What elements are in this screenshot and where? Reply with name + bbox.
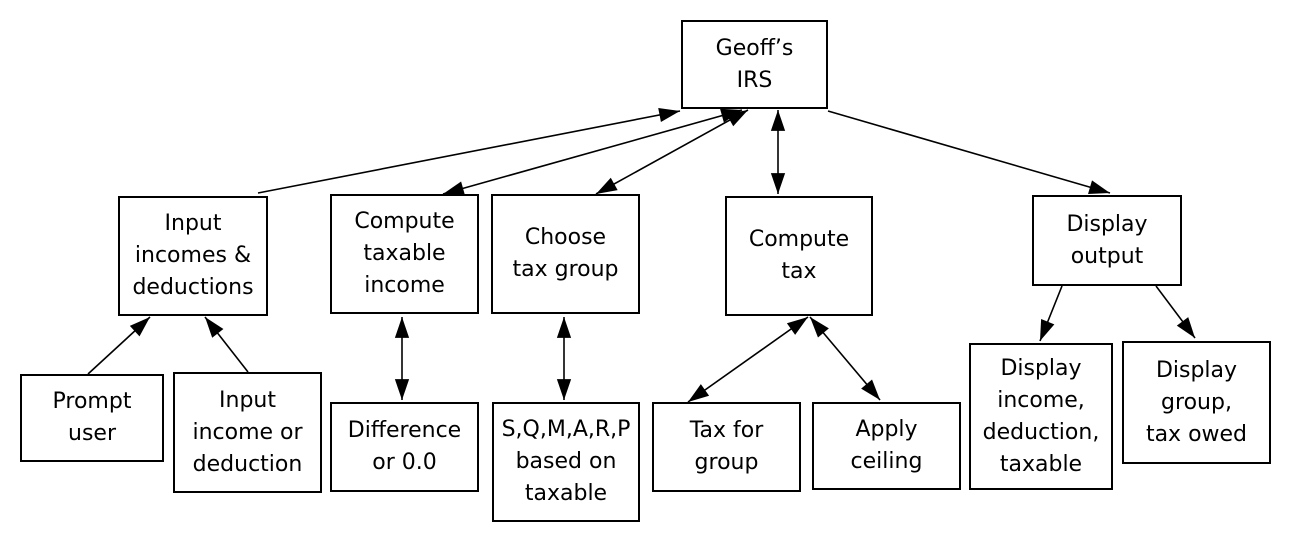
arrowhead [770,110,786,131]
node-apply-ceiling: Apply ceiling [812,402,961,490]
connector-input-income-to-input [204,316,249,373]
arrowhead [205,317,224,338]
node-sqmarp-based-on-taxable: S,Q,M,A,R,P based on taxable [492,402,640,522]
connector-display-output-to-display-income [1039,285,1063,342]
node-input-incomes-deductions: Input incomes & deductions [118,196,268,316]
node-display-output: Display output [1032,195,1182,286]
arrowhead [1040,319,1055,341]
node-label-line: Prompt [52,389,132,414]
node-label-line: Choose [524,225,607,250]
node-label-line: Display [1155,357,1238,383]
arrowhead [443,181,465,196]
node-label-line: S,Q,M,A,R,P [501,417,631,442]
node-label-line: output [1070,243,1144,269]
node-label-line: Input [219,387,276,413]
node-display-group-tax-owed: Display group, tax owed [1122,341,1271,464]
node-label-line: deduction, [982,419,1100,445]
arrowhead [688,384,710,402]
node-label-line: income [364,273,445,298]
arrowhead [1088,180,1110,195]
node-label-line: deduction [192,451,303,477]
node-label-line: deductions [132,275,254,300]
node-choose-tax-group: Choose tax group [491,194,640,314]
arrowhead [810,317,829,338]
node-label-line: income or [192,419,303,445]
node-tax-for-group: Tax for group [652,402,801,492]
connector-root-to-choose-group [595,109,749,195]
node-label-line: based on [515,449,617,474]
connector-line [257,110,681,194]
node-compute-taxable-income: Compute taxable income [330,194,479,314]
node-label-line: income, [997,387,1085,413]
node-label-line: Tax for [689,418,764,443]
arrowhead [556,379,572,400]
node-label-line: incomes & [134,243,252,268]
connector-line [827,110,1111,194]
connector-compute-tax-to-apply-ceiling [809,316,881,401]
arrowhead [861,379,880,400]
node-label-line: Apply [855,417,918,442]
node-label-line: Display [1000,355,1082,381]
node-label-line: user [68,421,116,446]
node-label-line: taxable [999,451,1083,477]
connector-line [595,109,749,195]
node-label-line: taxable [363,241,446,266]
arrowhead [1176,317,1195,338]
arrowhead [658,107,680,122]
node-label-line: tax group [512,257,619,282]
connector-line [442,109,743,195]
connector-input-to-root [257,107,681,194]
arrowhead [394,317,410,338]
node-label-line: Compute [748,227,850,252]
connector-choose-group-to-sqmarp [556,317,572,400]
node-label-line: Difference [347,418,462,443]
arrowhead [770,173,786,194]
arrowhead [556,317,572,338]
arrowhead [394,379,410,400]
node-label-line: Compute [354,209,455,234]
node-label-line: tax owed [1145,421,1248,447]
node-label-line: group [694,450,759,475]
connector-root-to-display-output [827,110,1111,195]
node-label-line: taxable [524,481,608,506]
node-compute-tax: Compute tax [725,196,873,316]
node-label-line: Display [1066,211,1148,237]
connector-root-to-compute-tax [770,110,786,194]
connector-compute-taxable-to-difference [394,317,410,400]
connector-prompt-user-to-input [87,316,151,375]
connector-line [687,316,809,403]
arrowhead [129,317,150,337]
node-label-line: Geoff’s [715,35,794,61]
node-difference-or-zero: Difference or 0.0 [330,402,479,492]
node-label-line: ceiling [850,449,923,474]
node-label-line: group, [1161,389,1232,415]
node-label-line: tax [781,259,817,284]
node-label-line: IRS [736,67,773,93]
node-label-line: or 0.0 [372,450,437,475]
node-input-income-or-deduction: Input income or deduction [173,372,322,493]
connector-display-output-to-display-group [1155,285,1196,339]
node-label-line: Input [164,211,222,236]
connector-root-to-compute-taxable [442,108,743,196]
arrowhead [726,110,748,127]
node-display-income-deduction-taxable: Display income, deduction, taxable [969,343,1113,490]
connector-compute-tax-to-tax-for-group [687,316,809,403]
node-prompt-user: Prompt user [20,374,164,462]
arrowhead [596,177,618,194]
arrowhead [786,317,808,335]
